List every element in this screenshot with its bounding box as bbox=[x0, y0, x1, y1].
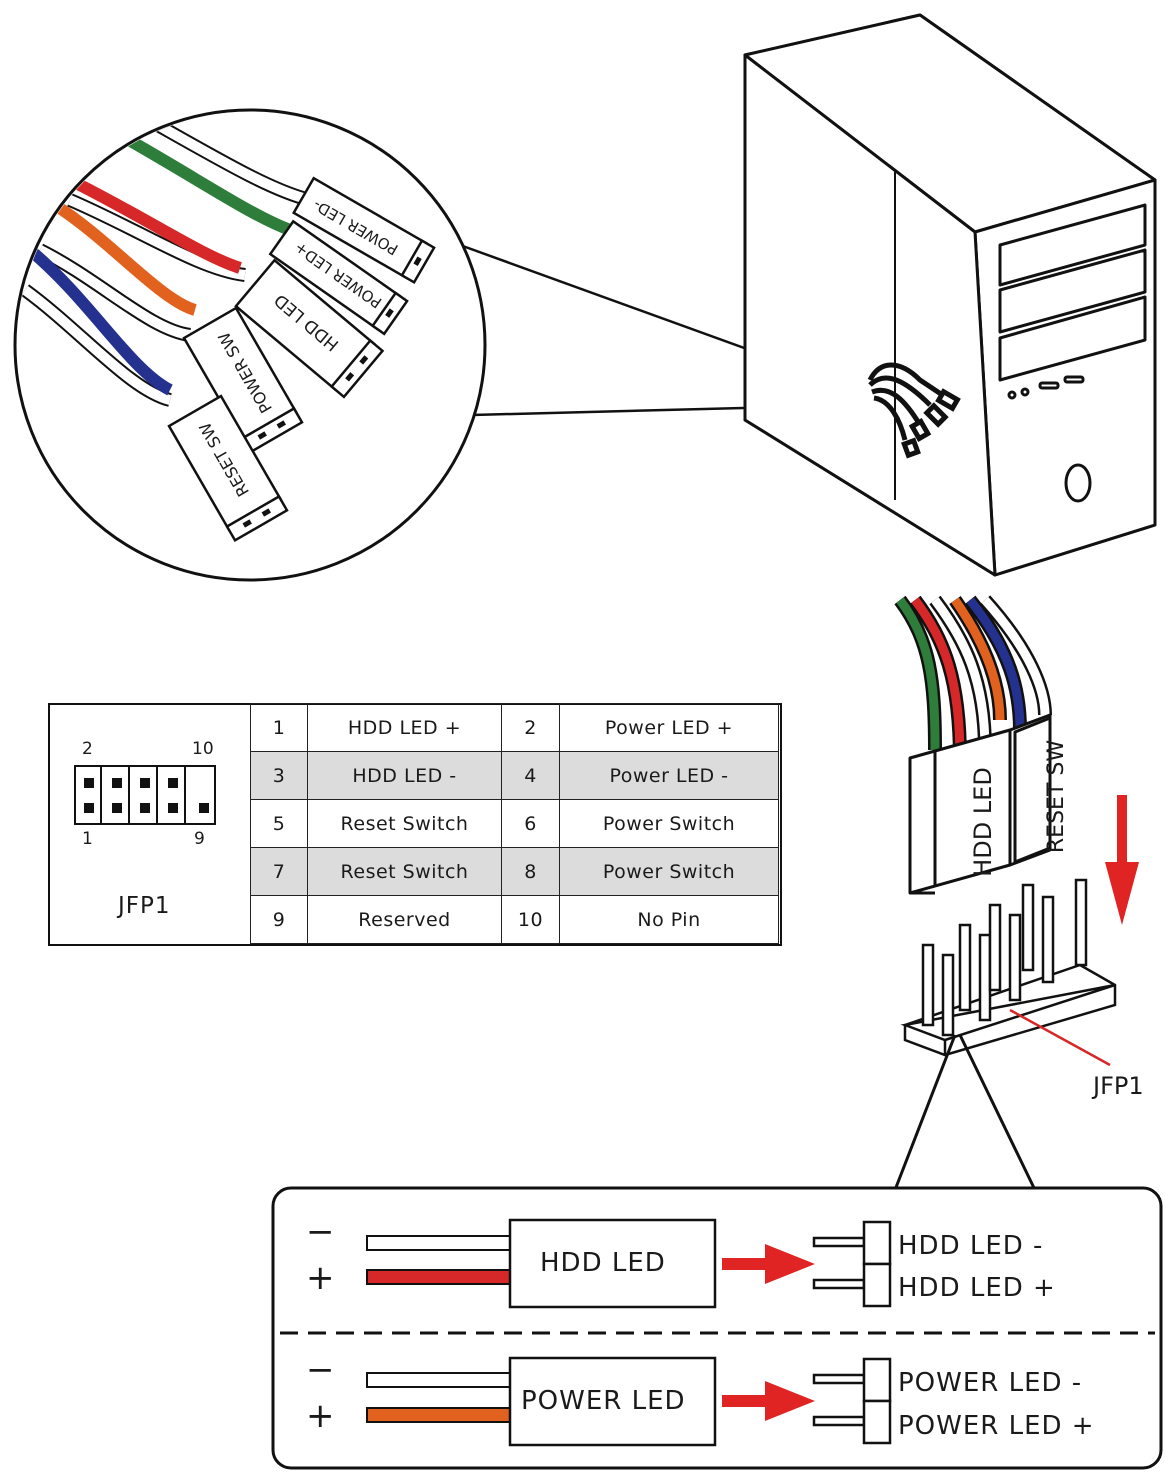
callout-wires bbox=[20, 112, 312, 407]
jfp1-header-pins bbox=[900, 878, 1117, 1057]
header-pin-label-top-right: 10 bbox=[192, 739, 214, 759]
hdd-led-wires bbox=[366, 1218, 717, 1309]
pin-table-cell-pin-b: 4 bbox=[501, 751, 560, 800]
hdd-led-minus-pin-label: HDD LED - bbox=[898, 1231, 1044, 1261]
header-name: JFP1 bbox=[118, 893, 171, 919]
header-pin-label-top-left: 2 bbox=[82, 739, 93, 759]
header-label-reset-sw: RESET SW bbox=[1044, 739, 1070, 854]
tower-wire-bundle bbox=[867, 362, 961, 459]
callout-connector-power-led-minus bbox=[292, 176, 436, 285]
pin-table-cell-signal-b: Power Switch bbox=[559, 799, 779, 848]
callout-connector-power-led-plus bbox=[268, 219, 409, 336]
hdd-plus-sign: + bbox=[306, 1258, 335, 1298]
pin-table-cell-pin-a: 7 bbox=[250, 847, 308, 896]
hdd-minus-sign: − bbox=[306, 1212, 335, 1252]
header-pin-grid bbox=[74, 765, 216, 825]
power-minus-sign: − bbox=[306, 1350, 335, 1390]
power-led-connector-label: POWER LED bbox=[521, 1386, 686, 1416]
pin-table-cell-pin-b: 6 bbox=[501, 799, 560, 848]
jfp1-pointer-label: JFP1 bbox=[1093, 1072, 1144, 1100]
power-led-plus-pin-label: POWER LED + bbox=[898, 1411, 1095, 1441]
pin-table-cell-signal-a: HDD LED + bbox=[307, 703, 502, 752]
pin-table-cell-pin-b: 2 bbox=[501, 703, 560, 752]
pin-table-cell-pin-a: 9 bbox=[250, 895, 308, 944]
pin-table-cell-pin-b: 10 bbox=[501, 895, 560, 944]
power-led-minus-pin-label: POWER LED - bbox=[898, 1368, 1083, 1398]
header-label-hdd-led: HDD LED bbox=[968, 767, 997, 877]
header-pin-label-bottom-right: 9 bbox=[194, 829, 205, 849]
power-led-pins bbox=[812, 1357, 892, 1445]
callout-connector-reset-sw bbox=[167, 394, 289, 543]
pin-table-cell-signal-a: HDD LED - bbox=[307, 751, 502, 800]
pin-table-cell-signal-b: Power LED + bbox=[559, 703, 779, 752]
header-cables bbox=[894, 595, 1052, 761]
hdd-led-pins bbox=[812, 1220, 892, 1308]
detail-funnel bbox=[893, 1034, 1037, 1191]
callout-connector-hdd-led bbox=[234, 258, 385, 399]
pin-table-cell-pin-a: 1 bbox=[250, 703, 308, 752]
pin-table-cell-pin-a: 3 bbox=[250, 751, 308, 800]
header-connector-block bbox=[908, 713, 1052, 895]
hdd-led-plus-pin-label: HDD LED + bbox=[898, 1273, 1056, 1303]
pin-table-cell-signal-b: Power Switch bbox=[559, 847, 779, 896]
power-led-arrow bbox=[722, 1381, 815, 1421]
callout-connector-power-sw bbox=[182, 306, 304, 455]
pin-table-cell-signal-a: Reserved bbox=[307, 895, 502, 944]
insert-arrow bbox=[1105, 795, 1139, 925]
polarity-detail-box bbox=[271, 1186, 1163, 1470]
pin-table-cell-signal-a: Reset Switch bbox=[307, 847, 502, 896]
hdd-led-arrow bbox=[722, 1244, 815, 1284]
pin-table-cell-signal-b: No Pin bbox=[559, 895, 779, 944]
pin-table-cell-signal-a: Reset Switch bbox=[307, 799, 502, 848]
hdd-led-connector-label: HDD LED bbox=[540, 1248, 666, 1278]
pin-table-cell-pin-a: 5 bbox=[250, 799, 308, 848]
jfp1-pointer-line bbox=[1009, 1008, 1111, 1067]
header-pin-label-bottom-left: 1 bbox=[82, 829, 93, 849]
power-plus-sign: + bbox=[306, 1396, 335, 1436]
power-led-wires bbox=[366, 1356, 717, 1447]
pin-table-cell-signal-b: Power LED - bbox=[559, 751, 779, 800]
pc-tower bbox=[743, 13, 1157, 577]
pin-table-cell-pin-b: 8 bbox=[501, 847, 560, 896]
